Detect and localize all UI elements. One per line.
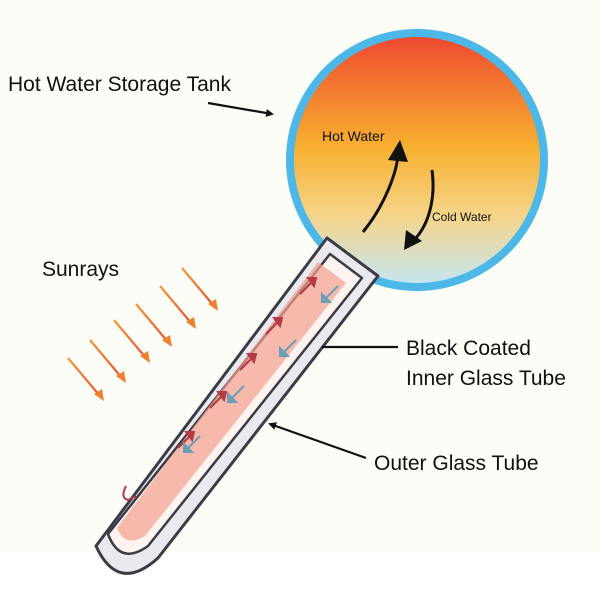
hot-flow-arrow [265, 321, 279, 335]
hot-flow-arrow-head-icon [216, 391, 228, 403]
hot-flow-arrow [177, 435, 191, 449]
sunray [159, 285, 193, 325]
hot-flow-arrow [209, 395, 223, 409]
cold-water-flow-arrow [412, 169, 435, 242]
sunray [181, 267, 215, 307]
cold-flow-arrow-head-icon [279, 345, 291, 357]
sunray-head-icon [208, 299, 218, 311]
cold-flow-arrow [325, 285, 339, 299]
cold-flow-arrow [283, 339, 297, 353]
sunray [67, 357, 101, 397]
cold-flow-arrow-head-icon [227, 391, 239, 403]
bottom-turn-arrow [122, 485, 137, 502]
leader-lines [207, 101, 398, 460]
hot-flow-arrow-head-icon [184, 431, 196, 443]
tank-label: Hot Water Storage Tank [8, 73, 231, 96]
sunrays-label: Sunrays [42, 258, 119, 281]
sunray-head-icon [186, 317, 196, 329]
hot-water-label: Hot Water [322, 128, 385, 144]
hot-flow-arrow [239, 357, 253, 371]
hot-flow-arrow-head-icon [272, 317, 284, 329]
sunrays [67, 267, 218, 401]
sunray [113, 319, 147, 359]
sunray [89, 339, 123, 379]
hot-flow-arrows [122, 277, 318, 502]
sunray [135, 303, 169, 343]
tank-leader-line [207, 101, 274, 117]
inner-tube-label-line1: Black Coated [406, 337, 531, 360]
hot-flow-arrow-head-icon [306, 277, 318, 289]
cold-flow-arrow [231, 385, 245, 399]
bottom-strip [0, 552, 600, 600]
tank-water [294, 37, 540, 283]
cold-water-label: Cold Water [432, 210, 492, 224]
outer-tube-leader-line [268, 422, 367, 460]
sunray-head-icon [140, 351, 150, 363]
sunray-head-icon [94, 389, 104, 401]
hot-flow-arrow-head-icon [246, 353, 258, 365]
cold-flow-arrow [187, 435, 201, 449]
cold-flow-arrow-head-icon [321, 291, 333, 303]
inner-tube-label-line2: Inner Glass Tube [406, 367, 566, 390]
sunray-head-icon [116, 371, 126, 383]
outer-tube-label: Outer Glass Tube [374, 452, 539, 475]
cold-flow-arrows [183, 285, 339, 453]
cold-flow-arrow-head-icon [183, 441, 195, 453]
sunray-head-icon [162, 335, 172, 347]
hot-water-arrow-head-icon [388, 140, 408, 162]
storage-tank [286, 29, 548, 291]
hot-flow-arrow [299, 281, 313, 295]
cold-water-arrow-head-icon [404, 230, 422, 250]
